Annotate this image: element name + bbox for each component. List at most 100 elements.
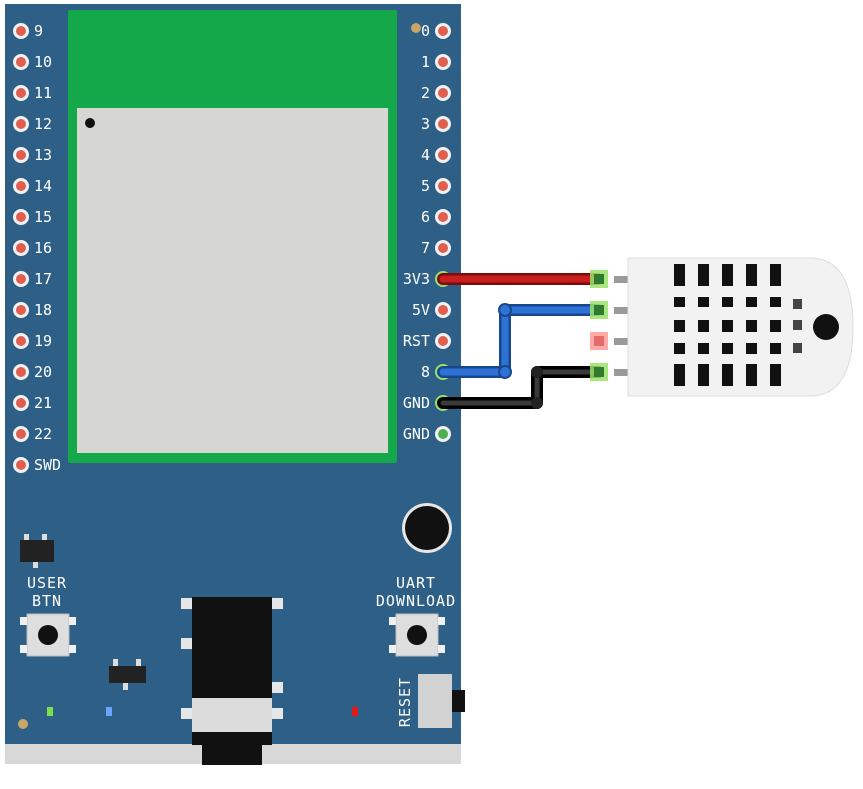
pin-label: 13 <box>34 146 52 164</box>
pin-label: 22 <box>34 425 52 443</box>
sensor-pin-1[interactable] <box>590 270 608 288</box>
pin-label: 4 <box>421 146 430 164</box>
usb-connector <box>181 597 283 765</box>
sensor-pin-2[interactable] <box>590 301 608 319</box>
pin-label: 5V <box>412 301 430 319</box>
pin-label: SWD <box>34 456 61 474</box>
pin-label: GND <box>403 425 430 443</box>
sensor-pin-2-lead <box>614 307 634 314</box>
pin-22[interactable]: 22 <box>13 425 52 443</box>
pin-19[interactable]: 19 <box>13 332 52 350</box>
pin-pad <box>438 336 448 346</box>
pin-pad <box>438 429 448 439</box>
pin-label: 14 <box>34 177 52 195</box>
pin-2[interactable]: 2 <box>421 84 451 102</box>
pin1-marker <box>85 118 95 128</box>
power-led <box>47 707 53 716</box>
grille-slot <box>674 364 685 386</box>
pin-1[interactable]: 1 <box>421 53 451 71</box>
pin-5[interactable]: 5 <box>421 177 451 195</box>
pin-10[interactable]: 10 <box>13 53 52 71</box>
buzzer <box>405 506 449 550</box>
user-button[interactable] <box>20 613 76 657</box>
pin-16[interactable]: 16 <box>13 239 52 257</box>
reset-button[interactable] <box>418 674 465 728</box>
pin-6[interactable]: 6 <box>421 208 451 226</box>
pin-label: 3V3 <box>403 270 430 288</box>
pin-swd[interactable]: SWD <box>13 456 61 474</box>
pin-label: 11 <box>34 84 52 102</box>
grille-slot-side <box>793 299 802 309</box>
grille-slot-side <box>793 320 802 330</box>
sensor-pin-pads <box>590 270 608 381</box>
pin-pad <box>438 243 448 253</box>
pin-20[interactable]: 20 <box>13 363 52 381</box>
mount-dot-top <box>411 23 421 33</box>
pin-0[interactable]: 0 <box>421 22 451 40</box>
module-shield <box>77 108 388 453</box>
user-led <box>352 707 358 716</box>
grille-slot <box>674 264 685 286</box>
pin-pad <box>594 367 604 377</box>
pin-label: 8 <box>421 363 430 381</box>
reset-label: RESET <box>396 677 414 727</box>
sensor-pin-3[interactable] <box>590 332 608 350</box>
wire-gpio8[interactable] <box>437 303 604 379</box>
pin-pad <box>438 212 448 222</box>
pin-4[interactable]: 4 <box>421 146 451 164</box>
user-button-label-line2: BTN <box>32 592 62 610</box>
pin-label: RST <box>403 332 430 350</box>
dht22-sensor <box>614 257 854 397</box>
pin-label: 7 <box>421 239 430 257</box>
pin-rst[interactable]: RST <box>403 332 451 350</box>
wire-gnd[interactable] <box>437 366 604 409</box>
pin-label: 19 <box>34 332 52 350</box>
pin-pad <box>438 57 448 67</box>
grille-slot <box>746 320 757 332</box>
pin-15[interactable]: 15 <box>13 208 52 226</box>
download-button[interactable] <box>389 613 445 657</box>
pin-pad <box>438 150 448 160</box>
pin-pad <box>438 119 448 129</box>
grille-slot <box>674 343 685 354</box>
pin-label: 21 <box>34 394 52 412</box>
pin-pad <box>16 212 26 222</box>
pin-pad <box>16 150 26 160</box>
pin-17[interactable]: 17 <box>13 270 52 288</box>
pin-9[interactable]: 9 <box>13 22 43 40</box>
transistor-top <box>20 534 54 568</box>
pin-12[interactable]: 12 <box>13 115 52 133</box>
pin-pad <box>16 57 26 67</box>
pin-7[interactable]: 7 <box>421 239 451 257</box>
sensor-pin-3-lead <box>614 338 634 345</box>
grille-slot <box>722 320 733 332</box>
grille-slot <box>770 343 781 354</box>
grille-slot <box>698 364 709 386</box>
pin-pad <box>438 88 448 98</box>
pin-14[interactable]: 14 <box>13 177 52 195</box>
pin-label: 0 <box>421 22 430 40</box>
pin-18[interactable]: 18 <box>13 301 52 319</box>
pin-pad <box>16 429 26 439</box>
pin-3[interactable]: 3 <box>421 115 451 133</box>
pin-13[interactable]: 13 <box>13 146 52 164</box>
grille-slot <box>770 264 781 286</box>
pin-gnd-13[interactable]: GND <box>403 425 451 443</box>
pin-21[interactable]: 21 <box>13 394 52 412</box>
grille-slot <box>746 364 757 386</box>
grille-slot <box>746 343 757 354</box>
download-button-label-line2: DOWNLOAD <box>376 592 456 610</box>
sensor-pin-4[interactable] <box>590 363 608 381</box>
pin-pad <box>16 88 26 98</box>
pin-11[interactable]: 11 <box>13 84 52 102</box>
pin-label: 5 <box>421 177 430 195</box>
pin-pad <box>16 274 26 284</box>
grille-slot <box>770 364 781 386</box>
pin-pad <box>594 305 604 315</box>
sensor-mount-hole <box>813 314 839 340</box>
sensor-pin-4-lead <box>614 369 634 376</box>
pin-pad <box>16 398 26 408</box>
pin-5v[interactable]: 5V <box>412 301 451 319</box>
